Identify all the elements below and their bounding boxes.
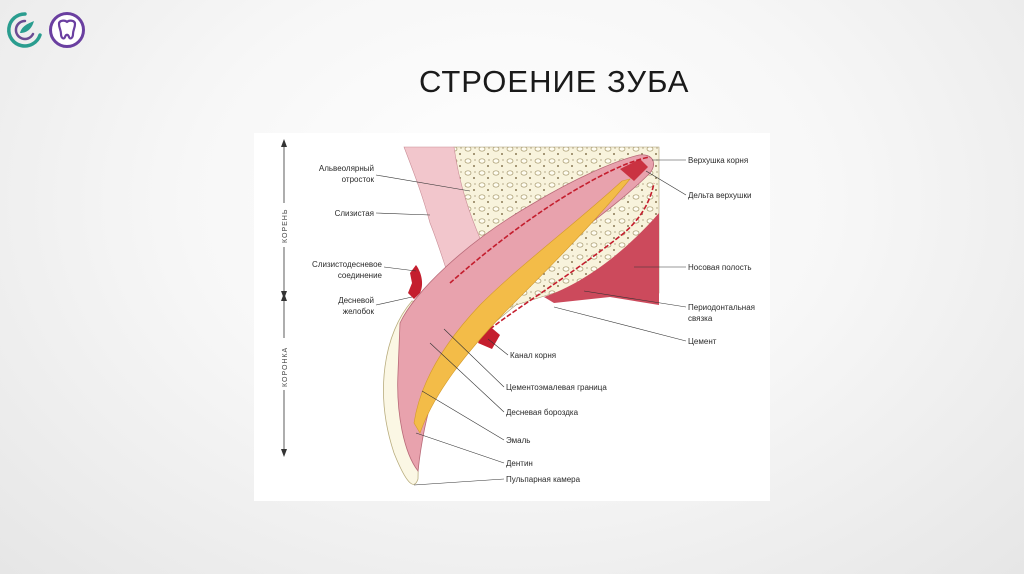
label-gingival-groove-2: желобок bbox=[343, 307, 375, 316]
label-enamel: Эмаль bbox=[506, 436, 530, 445]
label-periodontal-1: Периодонтальная bbox=[688, 303, 755, 312]
tooth-structure-diagram: КОРЕНЬ КОРОНКА bbox=[254, 133, 770, 501]
label-cementum: Цемент bbox=[688, 337, 717, 346]
mucogingival-junction bbox=[408, 265, 423, 299]
label-mucosa: Слизистая bbox=[335, 209, 374, 218]
label-alveolar-1: Альвеолярный bbox=[319, 164, 374, 173]
label-mucogingival-2: соединение bbox=[338, 271, 383, 280]
label-mucogingival-1: Слизистодесневое bbox=[312, 260, 382, 269]
root-axis-label: КОРЕНЬ bbox=[282, 209, 289, 243]
pulp-chamber bbox=[413, 178, 631, 434]
label-pulp-chamber: Пульпарная камера bbox=[506, 475, 581, 484]
leader-lines bbox=[375, 159, 687, 486]
periodontal-ligament bbox=[449, 156, 655, 330]
root-apex bbox=[620, 159, 648, 181]
label-gingival-sulcus: Десневая бороздка bbox=[506, 408, 579, 417]
crown-axis-label: КОРОНКА bbox=[282, 347, 289, 387]
vertical-axis: КОРЕНЬ КОРОНКА bbox=[278, 139, 290, 457]
tooth-logo-icon bbox=[49, 12, 85, 48]
tooth-anatomy-svg: КОРЕНЬ КОРОНКА bbox=[278, 139, 755, 486]
label-cej: Цементоэмалевая граница bbox=[506, 383, 607, 392]
label-gingival-groove-1: Десневой bbox=[338, 296, 374, 305]
label-root-apex: Верхушка корня bbox=[688, 156, 748, 165]
nasal-cavity bbox=[544, 213, 659, 305]
label-periodontal-2: связка bbox=[688, 314, 713, 323]
leaf-logo-icon bbox=[7, 12, 42, 48]
label-nasal-cavity: Носовая полость bbox=[688, 263, 752, 272]
label-alveolar-2: отросток bbox=[342, 175, 375, 184]
label-dentin: Дентин bbox=[506, 459, 533, 468]
label-apical-delta: Дельта верхушки bbox=[688, 191, 751, 200]
page-title: СТРОЕНИЕ ЗУБА bbox=[419, 64, 690, 99]
label-root-canal: Канал корня bbox=[510, 351, 556, 360]
